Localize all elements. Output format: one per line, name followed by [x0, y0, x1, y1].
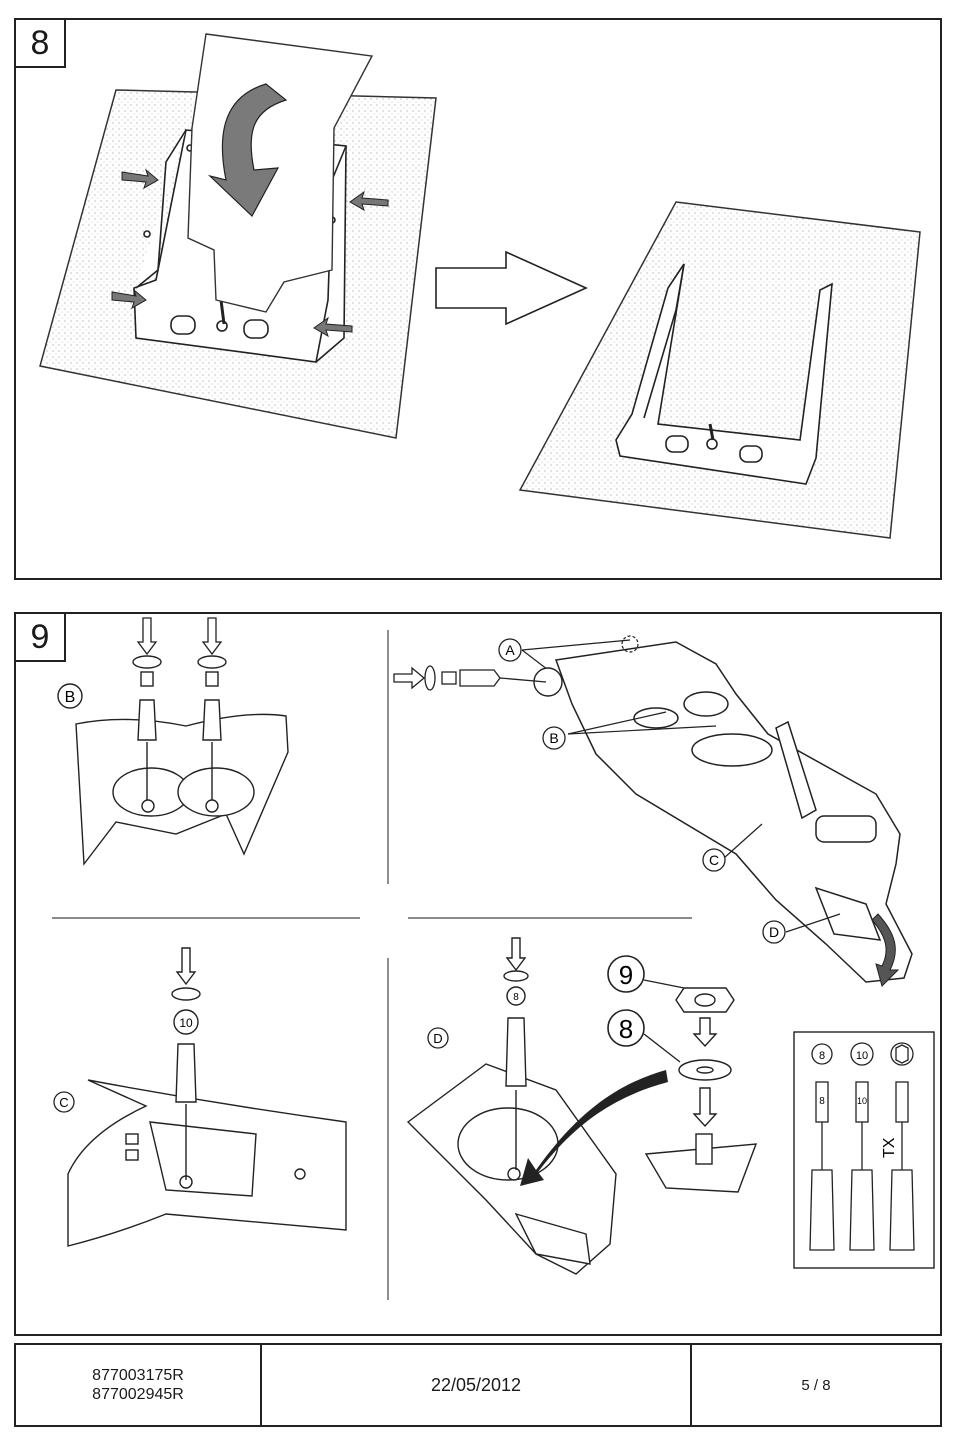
callout-b-right — [542, 726, 566, 750]
step-9-number: 9 — [16, 614, 66, 662]
callout-c-left — [53, 1091, 75, 1113]
tool-8-head-icon — [811, 1043, 833, 1065]
screwdriver-tx-icon — [889, 1169, 915, 1251]
step-8-number: 8 — [16, 20, 66, 68]
callout-c-right — [702, 848, 726, 872]
fit-arrow-icon — [520, 1070, 668, 1186]
console-overview: A B C D — [393, 635, 913, 987]
tool-10-head-icon — [850, 1042, 874, 1066]
document-footer: 877003175R 877002945R 22/05/2012 5 / 8 — [14, 1343, 942, 1427]
footer-date: 22/05/2012 — [262, 1345, 692, 1425]
screwdriver-c — [171, 947, 201, 1180]
socket-8-label: 8 — [513, 992, 519, 1003]
step-9-panel: 9 B — [14, 612, 942, 1336]
screwdriver-8-icon — [809, 1169, 835, 1251]
tools-box: 8 10 8 10 TX — [793, 1031, 935, 1269]
tool-10-shaft-label: 10 — [857, 1096, 867, 1106]
callout-c-right-label: C — [709, 852, 719, 868]
part-8-badge — [607, 1009, 645, 1047]
next-arrow-icon — [435, 250, 588, 326]
protective-cover — [187, 33, 374, 313]
parts-legend: 9 8 — [607, 955, 758, 1193]
callout-d-right-label: D — [769, 924, 779, 940]
fold-arrow-icon — [207, 83, 288, 217]
step-8-illustration — [39, 33, 921, 539]
part-9-label: 9 — [619, 960, 633, 990]
console-bracket-after — [615, 263, 833, 485]
clip-arrows — [111, 168, 389, 338]
tool-8-shaft-label: 8 — [819, 1096, 825, 1107]
part-9-badge — [607, 955, 645, 993]
reference-2: 877002945R — [92, 1386, 184, 1403]
step-8-panel: 8 — [14, 18, 942, 580]
socket-10-label: 10 — [179, 1016, 193, 1030]
reference-1: 877003175R — [92, 1367, 184, 1384]
callout-b-left — [57, 683, 83, 709]
step-9-illustration: B — [52, 617, 935, 1300]
tool-tx-label: TX — [881, 1137, 898, 1158]
tool-8-head-label: 8 — [819, 1050, 825, 1062]
callout-a-label: A — [505, 642, 515, 658]
callout-b-left-label: B — [65, 689, 76, 706]
part-8-label: 8 — [619, 1014, 633, 1044]
footer-references: 877003175R 877002945R — [16, 1345, 262, 1425]
detail-c: C 10 — [53, 947, 347, 1247]
carpet-surface-right — [518, 201, 921, 539]
screwdriver-a — [393, 665, 547, 691]
subpanel-dividers — [52, 630, 692, 1300]
screwdrivers-b — [132, 655, 227, 800]
down-arrows-b — [136, 617, 223, 656]
callout-b-right-label: B — [549, 730, 558, 746]
footer-page-number: 5 / 8 — [801, 1376, 831, 1394]
callout-d-left-label: D — [433, 1031, 442, 1046]
callout-a — [498, 638, 522, 662]
remove-arrow-icon — [871, 913, 900, 987]
tool-10-head-label: 10 — [856, 1050, 868, 1062]
screwdriver-d — [503, 937, 529, 1170]
callout-c-left-label: C — [59, 1095, 68, 1110]
callout-d-right — [762, 920, 786, 944]
detail-d: D 8 — [406, 937, 668, 1275]
screwdriver-10-icon — [849, 1169, 875, 1251]
detail-b: B — [57, 617, 289, 866]
callout-d-left — [427, 1027, 449, 1049]
